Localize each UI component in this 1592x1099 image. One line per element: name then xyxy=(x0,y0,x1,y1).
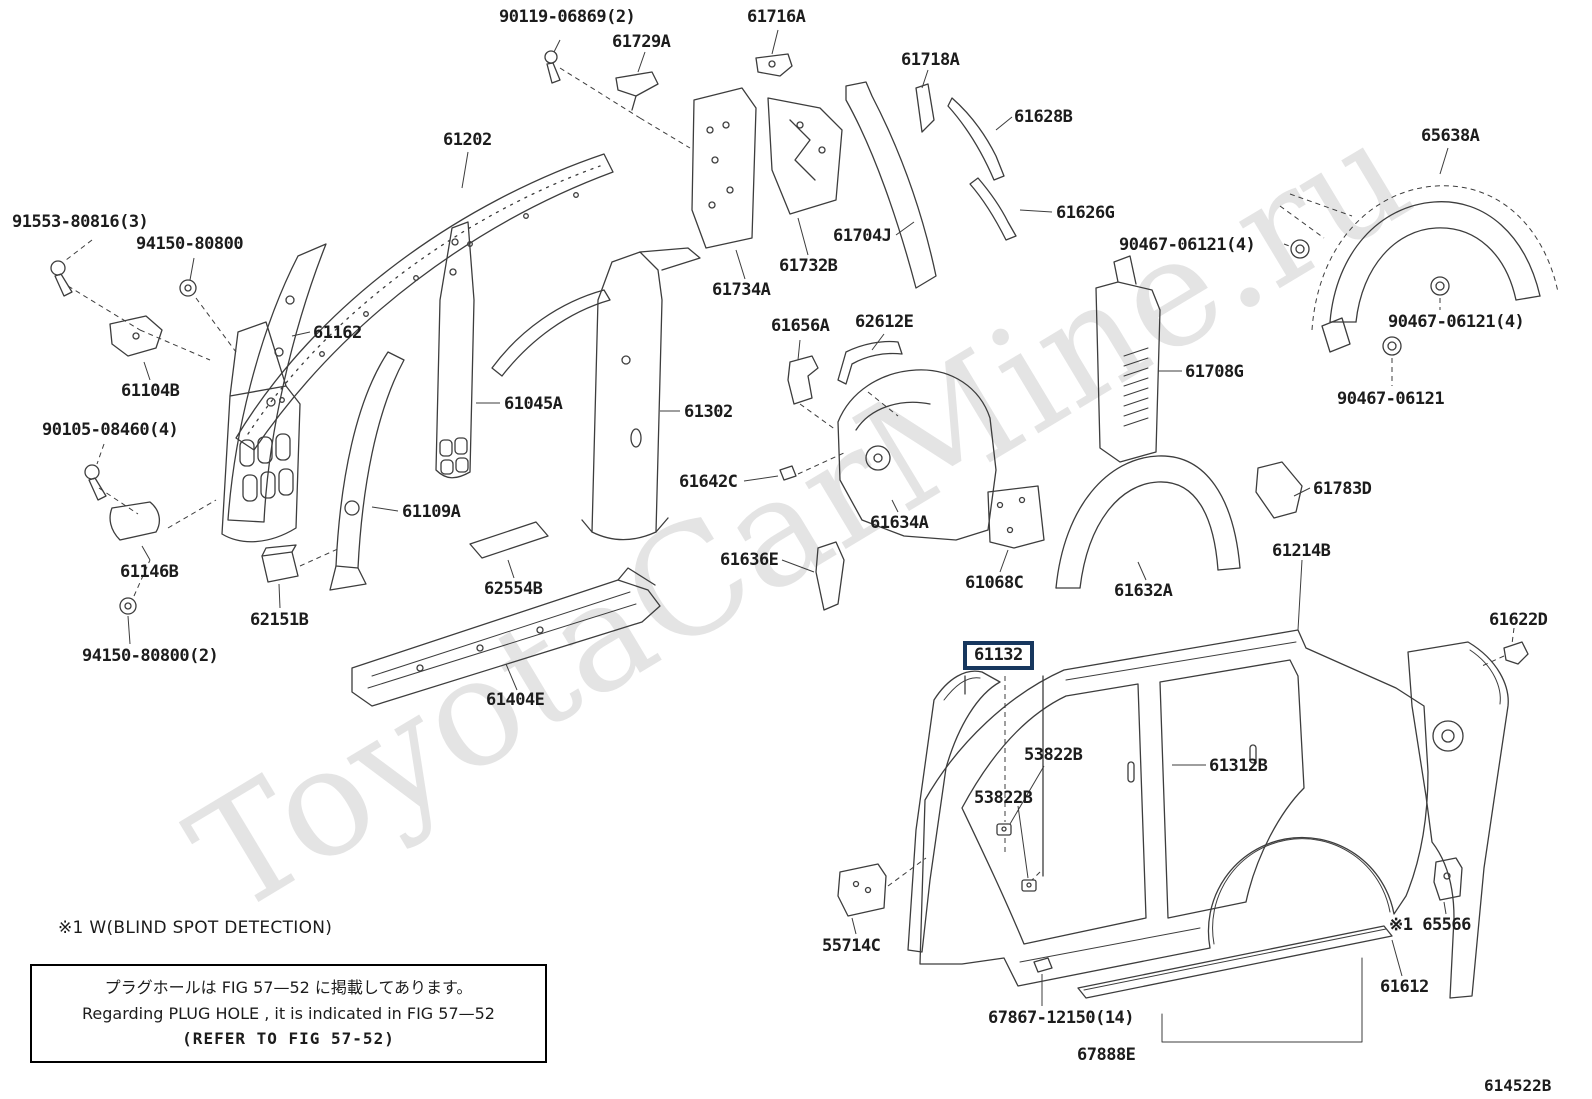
part-label-61716A[interactable]: 61716A xyxy=(747,7,806,27)
part-label-61612[interactable]: 61612 xyxy=(1380,977,1429,997)
part-label-62151B[interactable]: 62151B xyxy=(250,610,309,630)
part-label-94150-80800[interactable]: 94150-80800 xyxy=(136,234,244,254)
part-label-62554B[interactable]: 62554B xyxy=(484,579,543,599)
part-label-65638A[interactable]: 65638A xyxy=(1421,126,1480,146)
note-line-refer: (REFER TO FIG 57-52) xyxy=(182,1029,395,1049)
part-label-61622D[interactable]: 61622D xyxy=(1489,610,1548,630)
part-label-61636E[interactable]: 61636E xyxy=(720,550,779,570)
part-label-90119-068692[interactable]: 90119-06869(2) xyxy=(499,7,636,27)
part-label-61312B[interactable]: 61312B xyxy=(1209,756,1268,776)
part-label-61729A[interactable]: 61729A xyxy=(612,32,671,52)
part-label-90105-084604[interactable]: 90105-08460(4) xyxy=(42,420,179,440)
part-label-165566[interactable]: ※1 65566 xyxy=(1389,915,1471,935)
part-label-61068C[interactable]: 61068C xyxy=(965,573,1024,593)
part-label-61708G[interactable]: 61708G xyxy=(1185,362,1244,382)
plug-hole-note-box: プラグホールは FIG 57—52 に掲載してあります。 Regarding P… xyxy=(30,964,547,1063)
part-label-61302[interactable]: 61302 xyxy=(684,402,733,422)
part-label-91553-808163[interactable]: 91553-80816(3) xyxy=(12,212,149,232)
part-label-61162[interactable]: 61162 xyxy=(313,323,362,343)
part-label-61634A[interactable]: 61634A xyxy=(870,513,929,533)
part-label-61656A[interactable]: 61656A xyxy=(771,316,830,336)
figure-code: 614522B xyxy=(1484,1076,1552,1095)
part-label-90467-061214[interactable]: 90467-06121(4) xyxy=(1119,235,1256,255)
part-label-61109A[interactable]: 61109A xyxy=(402,502,461,522)
note-line-english: Regarding PLUG HOLE , it is indicated in… xyxy=(82,1003,495,1023)
part-label-61628B[interactable]: 61628B xyxy=(1014,107,1073,127)
part-label-61704J[interactable]: 61704J xyxy=(833,226,892,246)
part-label-61642C[interactable]: 61642C xyxy=(679,472,738,492)
part-label-90467-06121[interactable]: 90467-06121 xyxy=(1337,389,1445,409)
part-label-67867-1215014[interactable]: 67867-12150(14) xyxy=(988,1008,1135,1028)
part-label-61732B[interactable]: 61732B xyxy=(779,256,838,276)
part-label-61718A[interactable]: 61718A xyxy=(901,50,960,70)
part-label-61626G[interactable]: 61626G xyxy=(1056,203,1115,223)
part-label-62612E[interactable]: 62612E xyxy=(855,312,914,332)
part-label-61146B[interactable]: 61146B xyxy=(120,562,179,582)
part-label-67888E[interactable]: 67888E xyxy=(1077,1045,1136,1065)
part-label-61202[interactable]: 61202 xyxy=(443,130,492,150)
part-label-53822B[interactable]: 53822B xyxy=(974,788,1033,808)
part-label-55714C[interactable]: 55714C xyxy=(822,936,881,956)
part-label-94150-808002[interactable]: 94150-80800(2) xyxy=(82,646,219,666)
part-label-90467-061214[interactable]: 90467-06121(4) xyxy=(1388,312,1525,332)
part-label-61783D[interactable]: 61783D xyxy=(1313,479,1372,499)
part-label-61104B[interactable]: 61104B xyxy=(121,381,180,401)
part-label-53822B[interactable]: 53822B xyxy=(1024,745,1083,765)
part-label-61132[interactable]: 61132 xyxy=(963,641,1034,670)
note-line-japanese: プラグホールは FIG 57—52 に掲載してあります。 xyxy=(104,978,473,997)
part-label-61404E[interactable]: 61404E xyxy=(486,690,545,710)
blind-spot-note: ※1 W(BLIND SPOT DETECTION) xyxy=(58,918,333,938)
part-label-61214B[interactable]: 61214B xyxy=(1272,541,1331,561)
part-label-61045A[interactable]: 61045A xyxy=(504,394,563,414)
part-label-61632A[interactable]: 61632A xyxy=(1114,581,1173,601)
part-label-61734A[interactable]: 61734A xyxy=(712,280,771,300)
